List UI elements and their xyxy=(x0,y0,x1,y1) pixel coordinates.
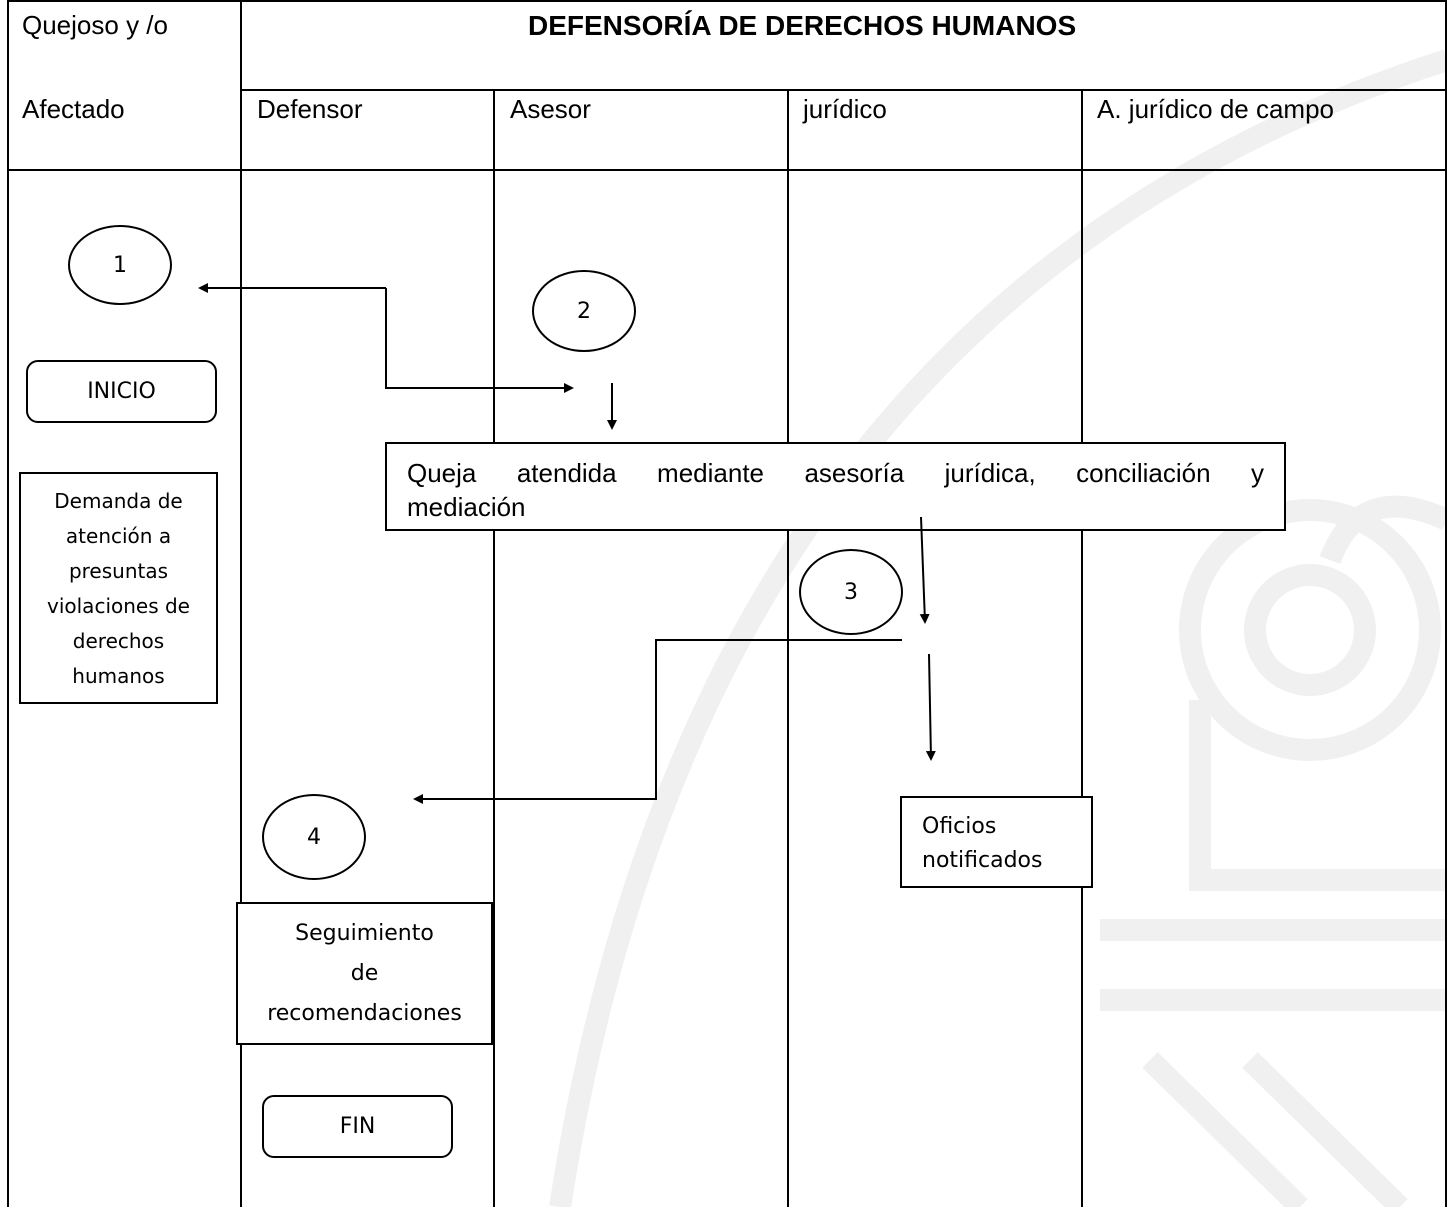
lane-header-defensor: Defensor xyxy=(257,94,363,124)
connector-1: 1 xyxy=(68,225,172,305)
page-title: DEFENSORÍA DE DERECHOS HUMANOS xyxy=(528,10,1077,41)
arrow-down-to-offices xyxy=(925,653,936,761)
lane-header-juridico: jurídico xyxy=(803,94,887,124)
demand-line: humanos xyxy=(72,664,165,688)
offices-line: Oficios xyxy=(922,814,997,839)
complaint-box: Queja atendida mediante asesoría jurídic… xyxy=(385,442,1286,531)
demand-line: violaciones de xyxy=(47,594,190,618)
lane-header-asesor: Asesor xyxy=(510,94,591,124)
demand-line: Demanda de xyxy=(54,489,183,513)
arrow-connector-3-to-connector-4 xyxy=(413,639,902,804)
arrow-to-connector-2 xyxy=(385,288,574,393)
connector-3: 3 xyxy=(799,549,903,635)
end-terminal: FIN xyxy=(262,1095,453,1158)
demand-box: Demanda de atención a presuntas violacio… xyxy=(19,472,218,704)
header-quejoso-line1: Quejoso y /o xyxy=(22,10,168,40)
arrow-complaint-to-connector-3 xyxy=(919,516,930,624)
offices-line: notificados xyxy=(922,848,1043,873)
follow-up-line: recomendaciones xyxy=(267,1001,462,1026)
demand-line: presuntas xyxy=(68,559,169,583)
offices-box: Oficios notificados xyxy=(900,796,1093,888)
complaint-line-1: Queja atendida mediante asesoría jurídic… xyxy=(407,458,1264,488)
connector-4: 4 xyxy=(262,794,366,880)
follow-up-line: Seguimiento xyxy=(295,921,434,946)
complaint-line-2: mediación xyxy=(407,492,526,522)
lane-header-juridico-campo: A. jurídico de campo xyxy=(1097,94,1335,124)
start-terminal: INICIO xyxy=(26,360,217,423)
follow-up-line: de xyxy=(350,961,379,986)
demand-line: derechos xyxy=(72,629,165,653)
header-afectado-line2: Afectado xyxy=(22,94,125,124)
connector-2: 2 xyxy=(532,270,636,352)
demand-line: atención a xyxy=(65,524,172,548)
follow-up-box: Seguimiento de recomendaciones xyxy=(236,902,493,1045)
